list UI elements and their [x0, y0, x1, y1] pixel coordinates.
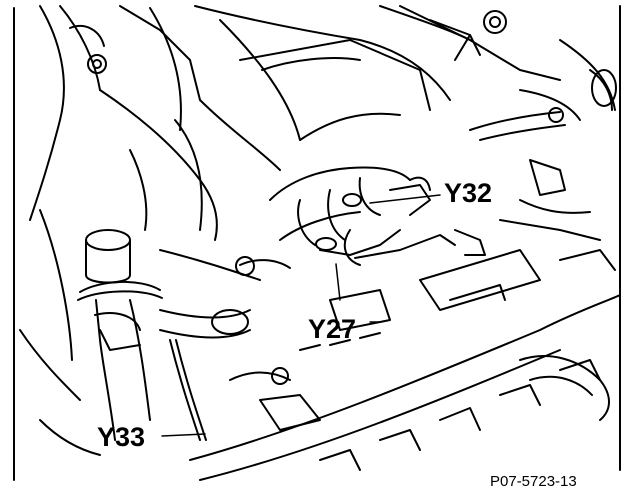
- label-y27: Y27: [308, 314, 357, 344]
- y32-leader: [369, 194, 441, 204]
- canister-clamp: [77, 229, 251, 441]
- y27-leader: [335, 263, 341, 301]
- y33-leader: [161, 433, 206, 437]
- valve-cover: [194, 5, 561, 141]
- vacuum-line: [169, 339, 207, 441]
- figure-reference: P07-5723-13: [490, 473, 577, 490]
- label-y33: Y33: [97, 422, 146, 452]
- lower-block: [19, 209, 621, 481]
- valve-connectors: [235, 166, 486, 276]
- leader-lines: [161, 194, 441, 437]
- upper-housing: [29, 5, 281, 241]
- right-bracket: [469, 39, 617, 241]
- label-y32: Y32: [444, 178, 493, 208]
